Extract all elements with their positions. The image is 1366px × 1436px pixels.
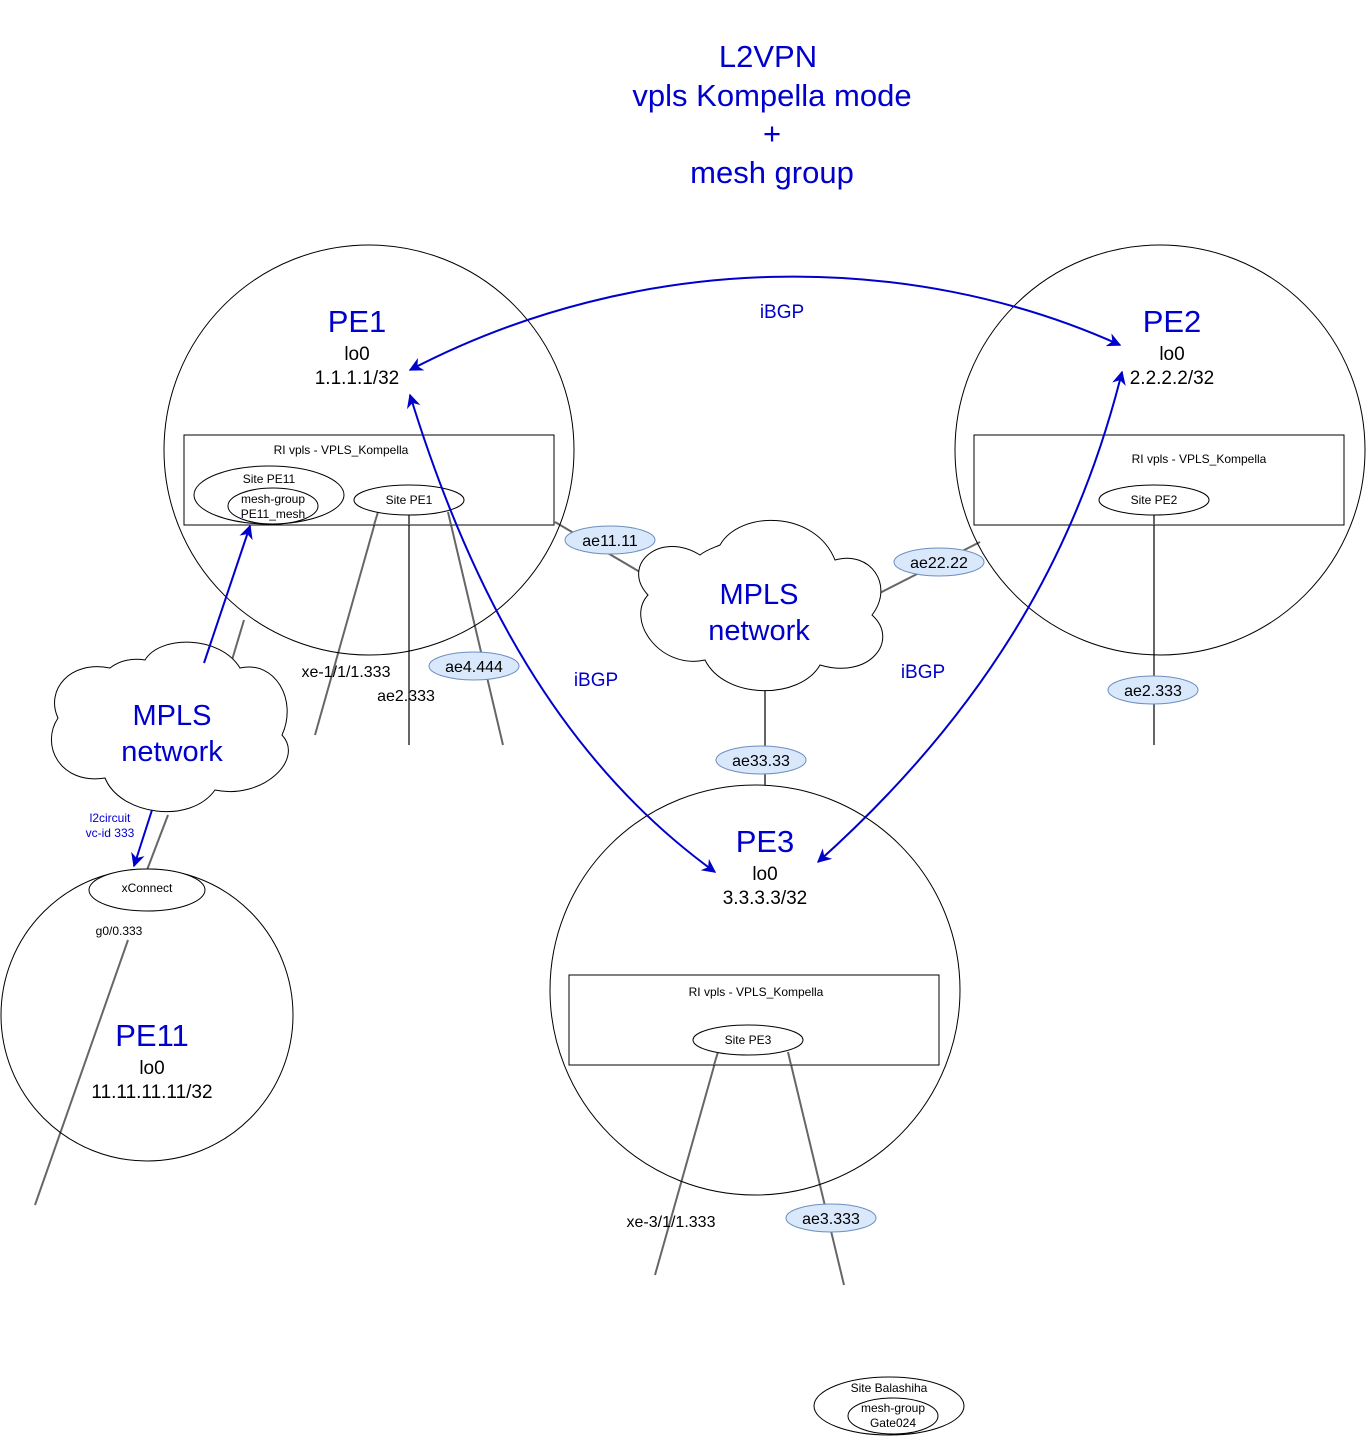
pe2-ri-label: RI vpls - VPLS_Kompella [1132,452,1267,466]
l2circuit-label-2: vc-id 333 [86,826,135,840]
mesh-group-balashiha-label-2: Gate024 [870,1416,916,1430]
l2circuit-label-1: l2circuit [90,811,131,825]
ae3-label: ae3.333 [802,1211,860,1228]
left-mpls-cloud: MPLS network [50,641,289,812]
pe1-name: PE1 [328,304,387,339]
mesh-group-pe11-label-1: mesh-group [241,492,305,506]
ibgp-left-label: iBGP [574,670,618,691]
ibgp-pe1-pe2-arrow [408,275,1122,371]
link-xe-1-1-1-inner [373,511,379,526]
ae33-label: ae33.33 [732,753,790,770]
pe3-ip: 3.3.3.3/32 [723,888,808,909]
ae4-label: ae4.444 [445,659,503,676]
link-g0 [34,939,129,1206]
ibgp-pe1-pe3-arrow [407,393,717,873]
ae22-label: ae22.22 [910,555,968,572]
pe11-name: PE11 [115,1018,189,1053]
link-xe-3-1-1 [654,1051,719,1276]
pe11-mesh-arrow [203,524,253,664]
ibgp-top-label: iBGP [760,302,804,323]
physical-links [34,511,1155,1286]
pe1-ip: 1.1.1.1/32 [315,368,400,389]
pe11-lo: lo0 [139,1058,164,1079]
pe11-ip: 11.11.11.11/32 [91,1082,212,1103]
mesh-group-pe11-label-2: PE11_mesh [241,507,305,521]
pe1-ri-label: RI vpls - VPLS_Kompella [274,443,409,457]
title-line-4: mesh group [690,155,854,190]
xe-3-1-1-label: xe-3/1/1.333 [627,1214,716,1231]
ae2-pe2-label: ae2.333 [1124,683,1182,700]
g0-label: g0/0.333 [96,924,143,938]
ibgp-pe2-pe3-arrow [816,370,1126,863]
site-pe2-label: Site PE2 [1131,493,1178,507]
pe3-router-circle [549,784,961,1196]
l2circuit-arrow [131,809,153,868]
link-xe-3-1-1-inner [713,1051,719,1066]
left-cloud-label-2: network [121,736,223,768]
title-line-2: vpls Kompella mode [632,78,911,113]
link-ae3-inner [787,1051,792,1066]
pe2-name: PE2 [1143,304,1202,339]
center-cloud-label-1: MPLS [720,579,799,611]
link-left-cloud-pe1 [231,619,245,661]
xe-1-1-1-label: xe-1/1/1.333 [302,664,391,681]
ae11-label: ae11.11 [582,533,638,550]
ibgp-right-label: iBGP [901,662,945,683]
center-cloud-label-2: network [708,615,810,647]
site-pe11-label: Site PE11 [243,472,296,486]
pe3-lo: lo0 [752,864,777,885]
mesh-group-balashiha-ellipse [847,1397,939,1435]
site-pe3-ellipse [692,1024,804,1056]
link-xe-1-1-1 [314,511,379,736]
pe11-router-circle [0,868,294,1162]
site-balashiha-label: Site Balashiha [851,1381,928,1395]
title-line-1: L2VPN [719,39,817,74]
link-ae4 [447,511,504,746]
ae2-pe1-label: ae2.333 [377,688,435,705]
site-pe1-label: Site PE1 [386,493,433,507]
pe1-lo: lo0 [344,344,369,365]
link-left-cloud-pe11 [146,814,169,871]
pe3-name: PE3 [736,824,795,859]
title-line-3: + [763,116,781,151]
site-pe3-label: Site PE3 [725,1033,772,1047]
ae3-badge [785,1203,877,1233]
diagram-title: L2VPN vpls Kompella mode + mesh group [632,39,911,190]
pe2-lo: lo0 [1159,344,1184,365]
center-mpls-cloud: MPLS network [638,519,884,692]
pe3-ri-label: RI vpls - VPLS_Kompella [689,985,824,999]
pe2-ip: 2.2.2.2/32 [1130,368,1215,389]
xconnect-label: xConnect [122,881,173,895]
link-ae3 [787,1051,845,1286]
mesh-group-balashiha-label-1: mesh-group [861,1401,925,1415]
mesh-group-pe11-ellipse [227,487,319,525]
xconnect-ellipse [88,868,206,912]
left-cloud-label-1: MPLS [133,700,212,732]
